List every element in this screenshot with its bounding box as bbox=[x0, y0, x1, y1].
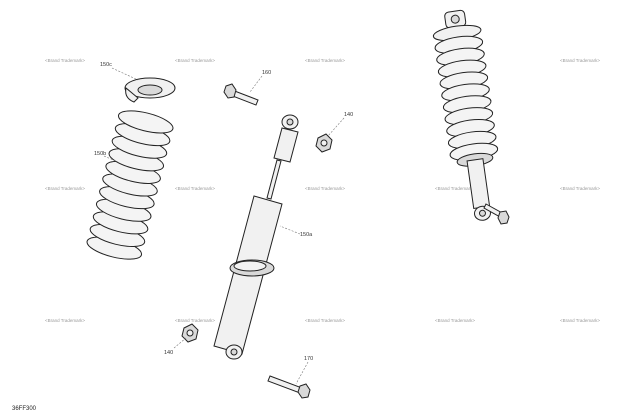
assembled-shock bbox=[432, 9, 499, 221]
watermark: <Brand Trademark> bbox=[45, 58, 85, 63]
callout-label: 150b bbox=[94, 151, 106, 157]
nut-upper bbox=[315, 133, 333, 153]
callout-label: 150a bbox=[300, 232, 313, 238]
coil-spring bbox=[86, 110, 174, 260]
watermark: <Brand Trademark> bbox=[305, 186, 345, 191]
callout-label: 140 bbox=[344, 112, 353, 118]
watermark: <Brand Trademark> bbox=[175, 58, 215, 63]
watermark: <Brand Trademark> bbox=[560, 58, 600, 63]
nut-lower bbox=[181, 323, 199, 343]
lower-bolt bbox=[267, 375, 311, 399]
watermark: <Brand Trademark> bbox=[175, 186, 215, 191]
watermark: <Brand Trademark> bbox=[45, 318, 85, 323]
watermark-layer: <Brand Trademark> <Brand Trademark> <Bra… bbox=[45, 58, 600, 323]
callout-label: 170 bbox=[304, 356, 313, 362]
shock-absorber bbox=[213, 114, 299, 360]
watermark: <Brand Trademark> bbox=[435, 318, 475, 323]
watermark: <Brand Trademark> bbox=[45, 186, 85, 191]
callout-label: 150c bbox=[100, 62, 112, 68]
upper-bolt bbox=[223, 83, 259, 106]
drawing-reference-code: 36FF300 bbox=[12, 406, 37, 412]
watermark: <Brand Trademark> bbox=[175, 318, 215, 323]
watermark: <Brand Trademark> bbox=[305, 318, 345, 323]
watermark: <Brand Trademark> bbox=[305, 58, 345, 63]
assembled-bolt bbox=[483, 203, 510, 225]
spring-seat bbox=[124, 77, 176, 103]
callout-label: 160 bbox=[262, 70, 271, 76]
watermark: <Brand Trademark> bbox=[560, 318, 600, 323]
watermark: <Brand Trademark> bbox=[560, 186, 600, 191]
watermark: <Brand Trademark> bbox=[435, 186, 475, 191]
callout-label: 140 bbox=[164, 350, 173, 356]
